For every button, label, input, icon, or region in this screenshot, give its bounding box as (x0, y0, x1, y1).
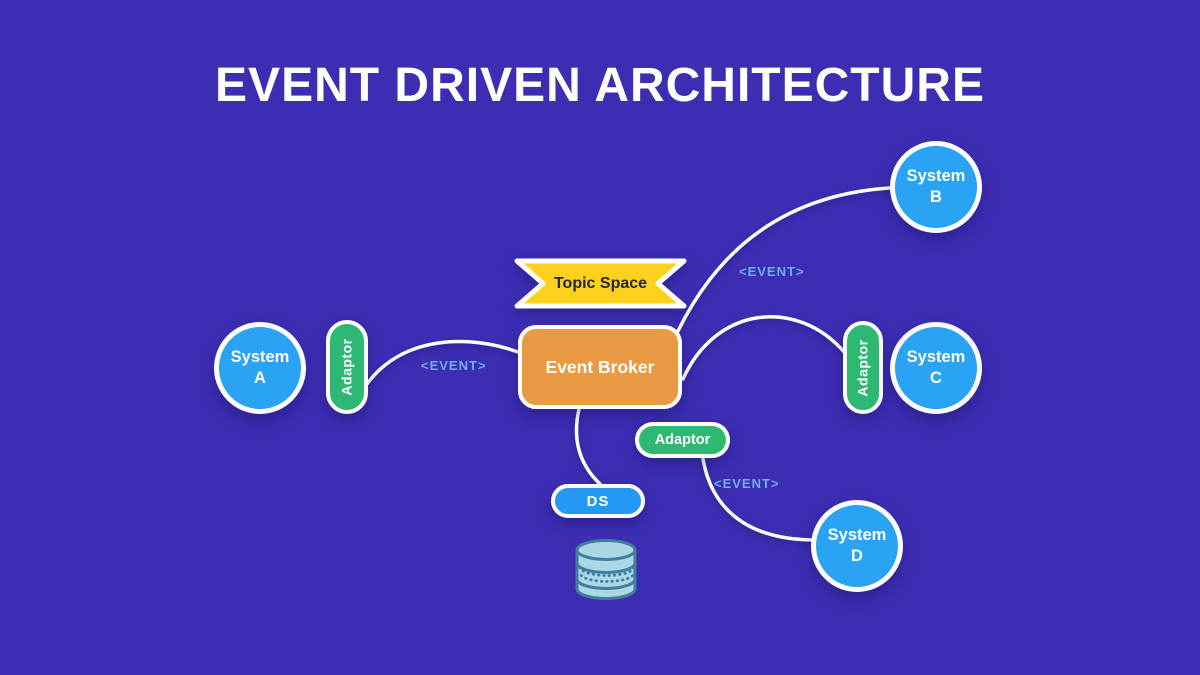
node-event-broker: Event Broker (518, 325, 682, 409)
node-system-d: System D (811, 500, 903, 592)
node-adaptor-bottom-label: Adaptor (654, 432, 711, 448)
node-adaptor-bottom: Adaptor (635, 422, 730, 458)
page-title: EVENT DRIVEN ARCHITECTURE (215, 59, 985, 112)
database-cylinder-icon (575, 539, 637, 600)
node-system-b: System B (890, 141, 982, 233)
node-topic-space-label: Topic Space (553, 274, 648, 292)
edge-adaptor-to-system-d (701, 457, 814, 542)
node-event-broker-label: Event Broker (545, 356, 655, 377)
topic-space-ribbon (514, 258, 687, 309)
edge-broker-to-ds (574, 407, 602, 486)
node-adaptor-left: Adaptor (326, 320, 368, 414)
edge-broker-to-system-b (676, 186, 891, 333)
node-datastore-label: DS (586, 492, 610, 510)
node-system-a-label: System A (230, 348, 290, 387)
node-adaptor-right-label: Adaptor (855, 338, 872, 397)
node-system-d-label: System D (827, 526, 887, 565)
node-system-a: System A (214, 322, 306, 414)
node-topic-space: Topic Space (517, 261, 684, 306)
edge-label-broker-to-d: <EVENT> (714, 476, 780, 491)
edge-broker-to-adaptor-right (681, 314, 847, 381)
edge-system-a-to-broker (365, 339, 520, 386)
edge-label-a-to-broker: <EVENT> (421, 358, 487, 373)
node-adaptor-right: Adaptor (843, 321, 883, 414)
node-adaptor-left-label: Adaptor (339, 338, 356, 396)
node-system-b-label: System B (906, 167, 966, 206)
node-system-c-label: System C (906, 348, 966, 387)
node-datastore: DS (551, 484, 645, 518)
node-system-c: System C (890, 322, 982, 414)
edge-label-broker-to-b: <EVENT> (739, 264, 805, 279)
